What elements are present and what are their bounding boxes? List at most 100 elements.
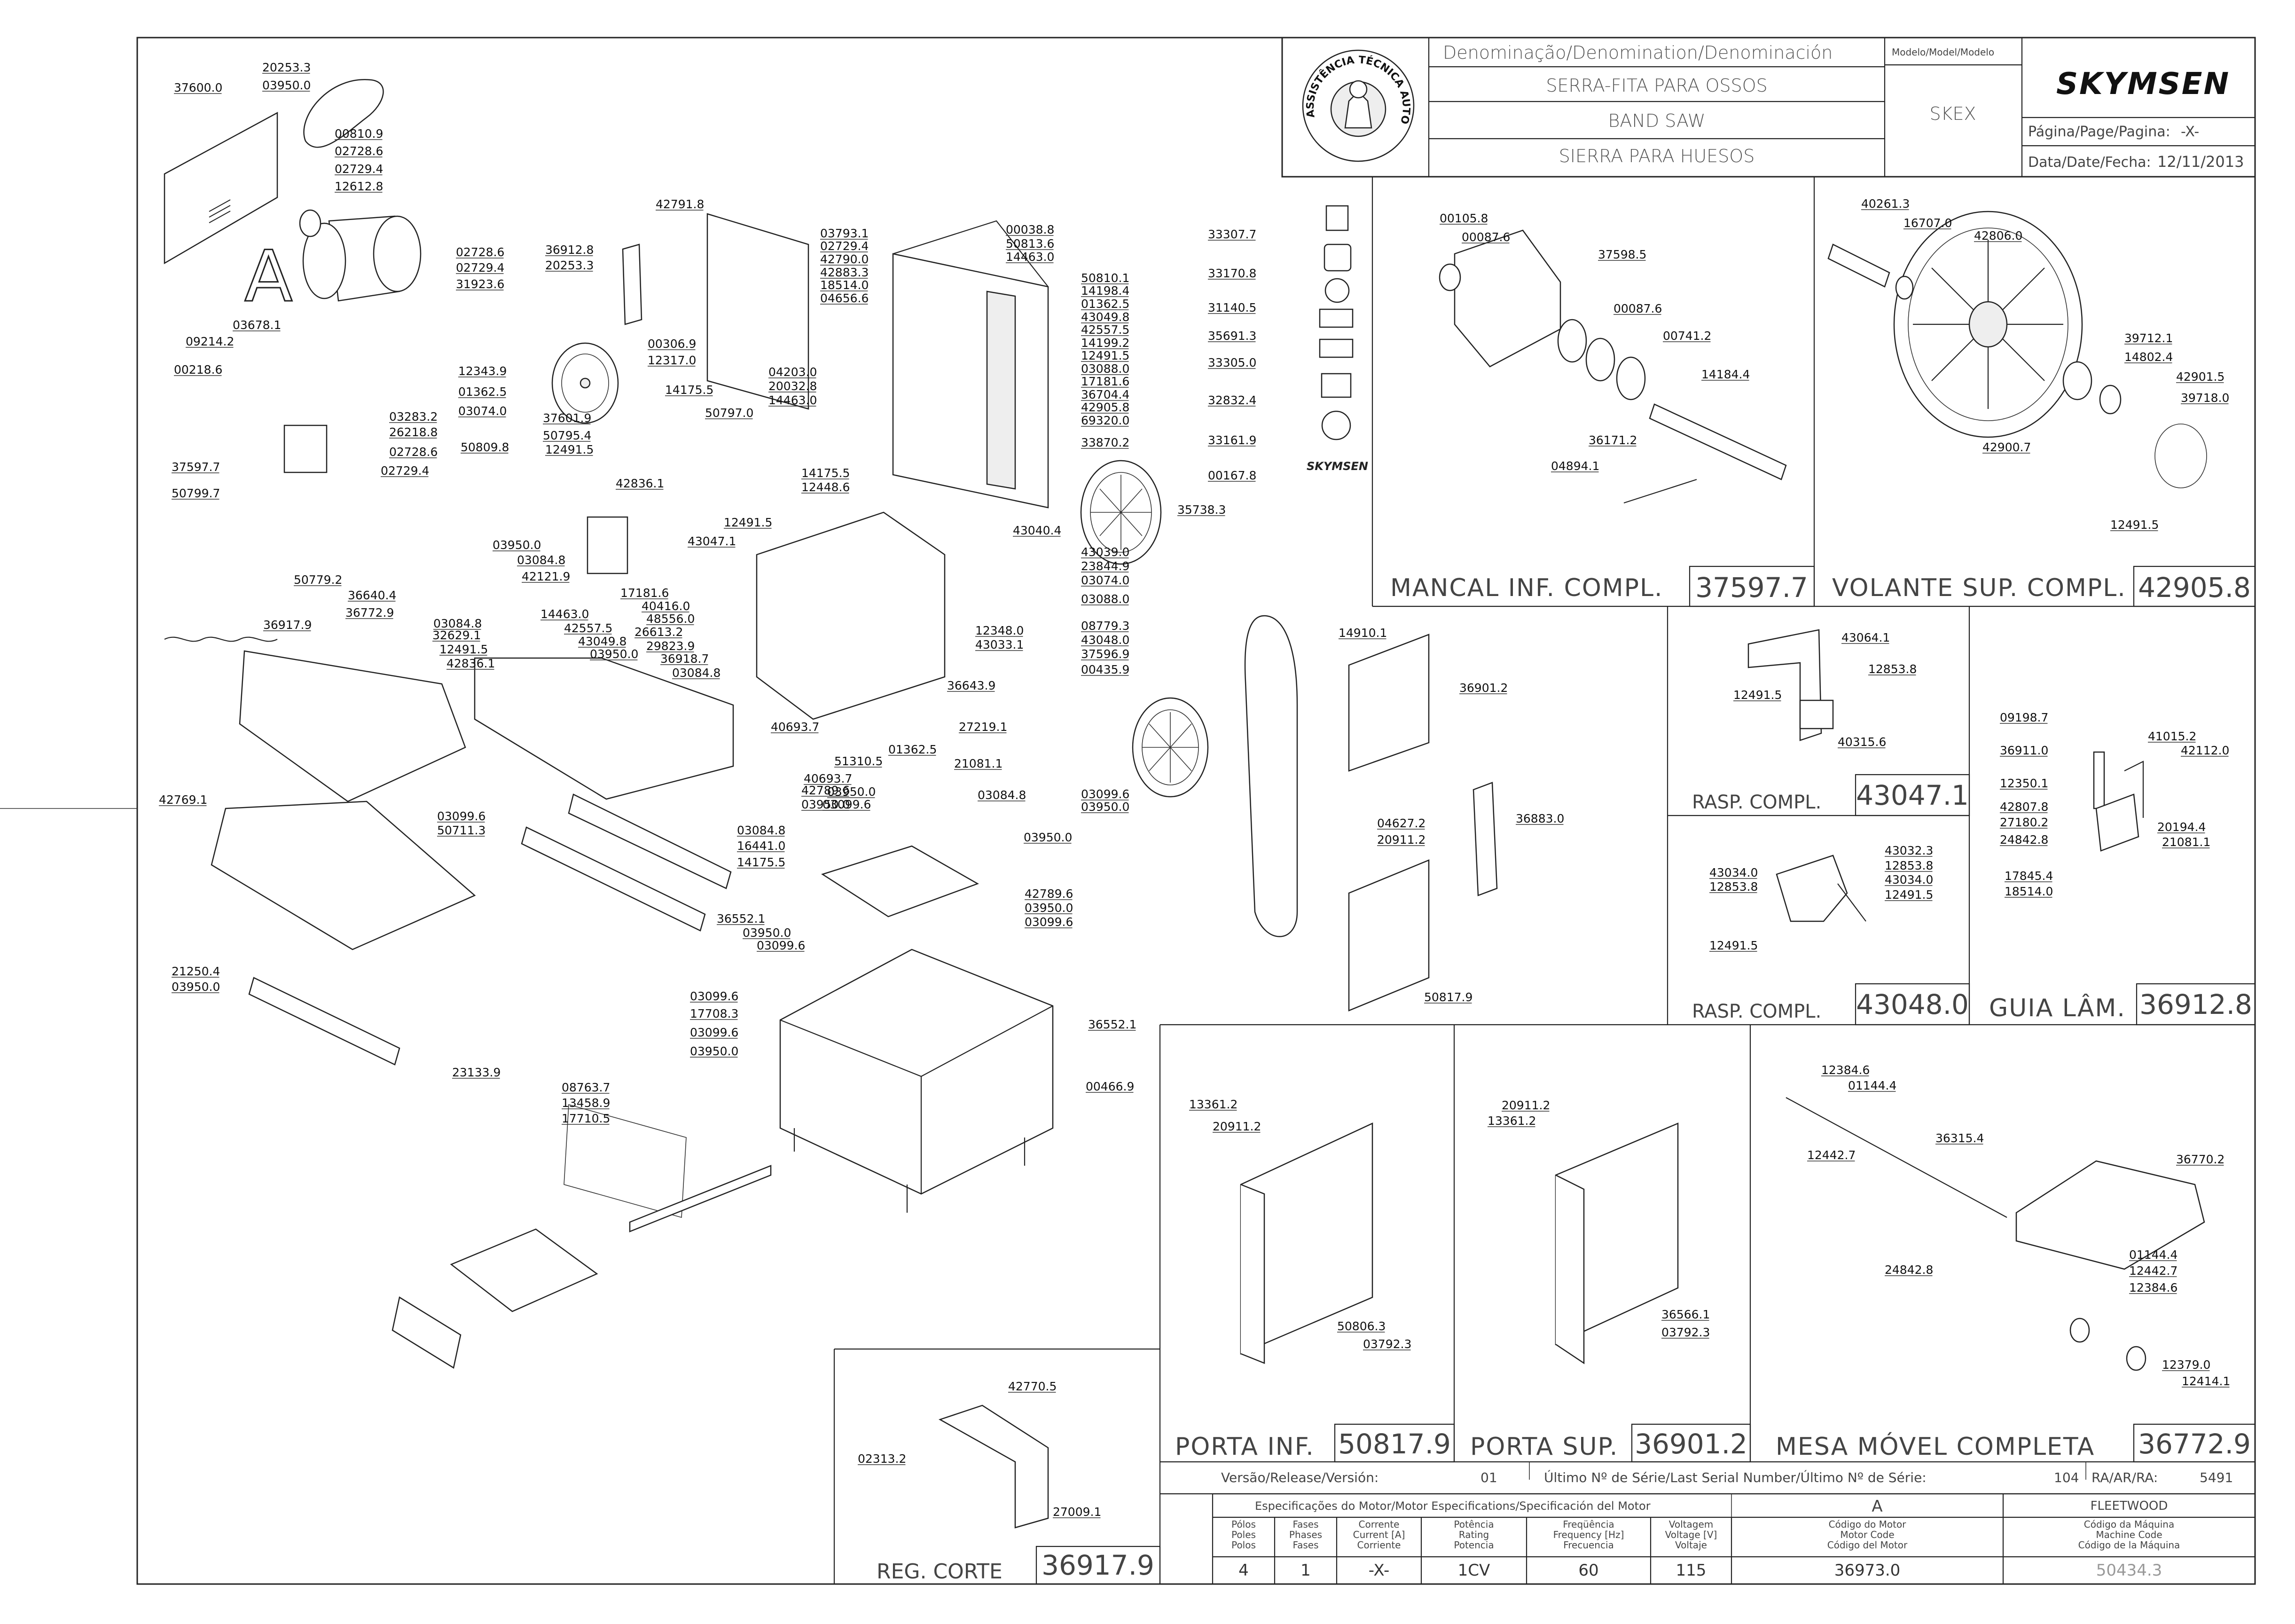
part-number-label: 36171.2 — [1589, 433, 1637, 447]
part-number-label: 33305.0 — [1208, 356, 1256, 369]
part-number-label: 03950.0 — [690, 1044, 738, 1058]
motor-column-header: Voltage [V] — [1665, 1529, 1717, 1540]
part-number-label: 04656.6 — [820, 291, 869, 305]
part-number-label: 03950.0 — [743, 926, 791, 940]
part-number-label: 16441.0 — [737, 839, 785, 853]
part-number-label: 50795.4 — [543, 429, 591, 442]
part-number-label: 00435.9 — [1081, 663, 1129, 676]
panel-title-volante: VOLANTE SUP. COMPL. — [1832, 574, 2126, 602]
rasp2-detail — [1776, 855, 1866, 922]
release-value: 01 — [1480, 1470, 1497, 1485]
part-number-label: 03678.1 — [233, 318, 281, 332]
motor-letter-marker: A — [244, 236, 293, 318]
panel-code-mancal: 37597.7 — [1695, 572, 1808, 604]
fixed-table — [239, 650, 466, 802]
rasp1-detail — [1747, 629, 1834, 741]
part-number-label: 43039.0 — [1081, 545, 1129, 559]
part-number-label: 42836.1 — [616, 477, 664, 490]
motor-column-header: Potência — [1454, 1519, 1494, 1530]
main-frame — [892, 253, 1049, 509]
name-es: SIERRA PARA HUESOS — [1559, 146, 1755, 166]
part-number-label: 42807.8 — [2000, 800, 2048, 814]
blade-and-doors — [1244, 615, 1498, 1012]
part-number-label: 14198.4 — [1081, 284, 1129, 298]
part-number-label: 03088.0 — [1081, 362, 1129, 376]
part-number-label: 35738.3 — [1177, 503, 1226, 517]
part-number-label: 33307.7 — [1208, 228, 1256, 241]
door-lower-small — [1348, 859, 1430, 1012]
porta-inf-detail — [1240, 1122, 1373, 1364]
part-number-label: 04203.0 — [768, 365, 817, 379]
part-number-label: 35691.3 — [1208, 329, 1256, 343]
motor-header: Especificações do Motor/Motor Especifica… — [1255, 1499, 1651, 1513]
part-number-label: 16707.0 — [1903, 216, 1952, 230]
part-number-label: 23133.9 — [452, 1066, 501, 1079]
part-number-label: 42557.5 — [1081, 323, 1129, 337]
motor-spec-table: Versão/Release/Versión: 01 Último Nº de … — [1160, 1462, 2255, 1584]
part-number-label: 42121.9 — [522, 570, 570, 583]
part-number-label: 12853.8 — [1885, 859, 1933, 872]
label-stickers-column: SKYMSEN — [1307, 205, 1368, 473]
part-number-label: 01144.4 — [1848, 1079, 1896, 1092]
part-number-label: 24842.8 — [1885, 1263, 1933, 1277]
part-number-label: 36917.9 — [263, 618, 312, 632]
part-number-label: 36918.7 — [660, 652, 709, 666]
motor-column-header: Voltagem — [1669, 1519, 1714, 1530]
upper-wheel — [1080, 460, 1162, 565]
part-number-label: 36566.1 — [1661, 1308, 1710, 1321]
motor-column-header: Corriente — [1357, 1539, 1401, 1551]
page-label: Página/Page/Pagina: — [2028, 124, 2170, 140]
part-number-label: 03084.8 — [517, 553, 565, 567]
part-number-label: 00087.6 — [1614, 302, 1662, 315]
part-number-label: 14175.5 — [737, 855, 785, 869]
part-number-label: 37596.9 — [1081, 647, 1129, 661]
part-number-label: 40416.0 — [642, 599, 690, 613]
part-number-label: 50810.1 — [1081, 271, 1129, 285]
part-number-label: 03950.0 — [1025, 901, 1073, 915]
part-number-label: 13458.9 — [562, 1096, 610, 1110]
porta-sup-detail — [1555, 1122, 1679, 1365]
motor-column-headers: PólosPolesPolosFasesPhasesFasesCorrenteC… — [1231, 1519, 2180, 1551]
part-number-label: 37598.5 — [1598, 248, 1646, 261]
part-number-label: 03084.8 — [433, 617, 482, 630]
panel-title-reg: REG. CORTE — [877, 1560, 1003, 1584]
motor-column-header: Código do Motor — [1829, 1519, 1907, 1530]
part-number-label: 21081.1 — [954, 757, 1003, 770]
motor-code: 36973.0 — [1834, 1561, 1901, 1580]
part-number-label: 12491.5 — [2110, 518, 2159, 532]
name-pt: SERRA-FITA PARA OSSOS — [1546, 75, 1767, 96]
part-number-label: 02729.4 — [335, 162, 383, 176]
part-number-label: 37601.9 — [543, 411, 591, 425]
part-number-label: 12491.5 — [1885, 888, 1933, 902]
part-number-label: 12348.0 — [975, 624, 1024, 637]
model-header: Modelo/Model/Modelo — [1892, 47, 1994, 58]
panel-title-mesa: MESA MÓVEL COMPLETA — [1776, 1432, 2095, 1461]
part-number-label: 00466.9 — [1086, 1080, 1134, 1093]
part-number-label: 14175.5 — [665, 383, 713, 397]
part-number-label: 03099.6 — [690, 989, 738, 1003]
part-number-label: 43034.0 — [1885, 873, 1933, 887]
motor-column-header: Código da Máquina — [2084, 1519, 2174, 1530]
part-number-label: 43047.1 — [688, 534, 736, 548]
part-number-label: 27180.2 — [2000, 816, 2048, 829]
motor-column-header: Polos — [1231, 1539, 1256, 1551]
panel-title-porta-inf: PORTA INF. — [1175, 1433, 1315, 1461]
part-number-label: 40261.3 — [1861, 197, 1910, 211]
part-number-label: 43048.0 — [1081, 633, 1129, 647]
date-label: Data/Date/Fecha: — [2028, 154, 2151, 171]
part-number-label: 36912.8 — [545, 243, 594, 257]
part-number-label: 31140.5 — [1208, 301, 1256, 314]
part-number-label: 03084.8 — [737, 824, 785, 837]
panel-code-porta-inf: 50817.9 — [1338, 1428, 1451, 1460]
serial-label: Último Nº de Série/Last Serial Number/Úl… — [1544, 1469, 1927, 1485]
part-number-label: 08779.3 — [1081, 619, 1129, 633]
part-number-label: 14463.0 — [1006, 250, 1054, 264]
part-number-label: 18514.0 — [820, 278, 869, 292]
part-number-label: 00167.8 — [1208, 469, 1256, 482]
motor-column-header: Potencia — [1454, 1539, 1494, 1551]
upper-cover — [706, 213, 809, 410]
motor-column-header: Poles — [1231, 1529, 1256, 1540]
part-number-label: 27009.1 — [1053, 1505, 1101, 1519]
part-number-label: 03099.6 — [1025, 915, 1073, 929]
part-number-label: 36911.0 — [2000, 744, 2048, 757]
